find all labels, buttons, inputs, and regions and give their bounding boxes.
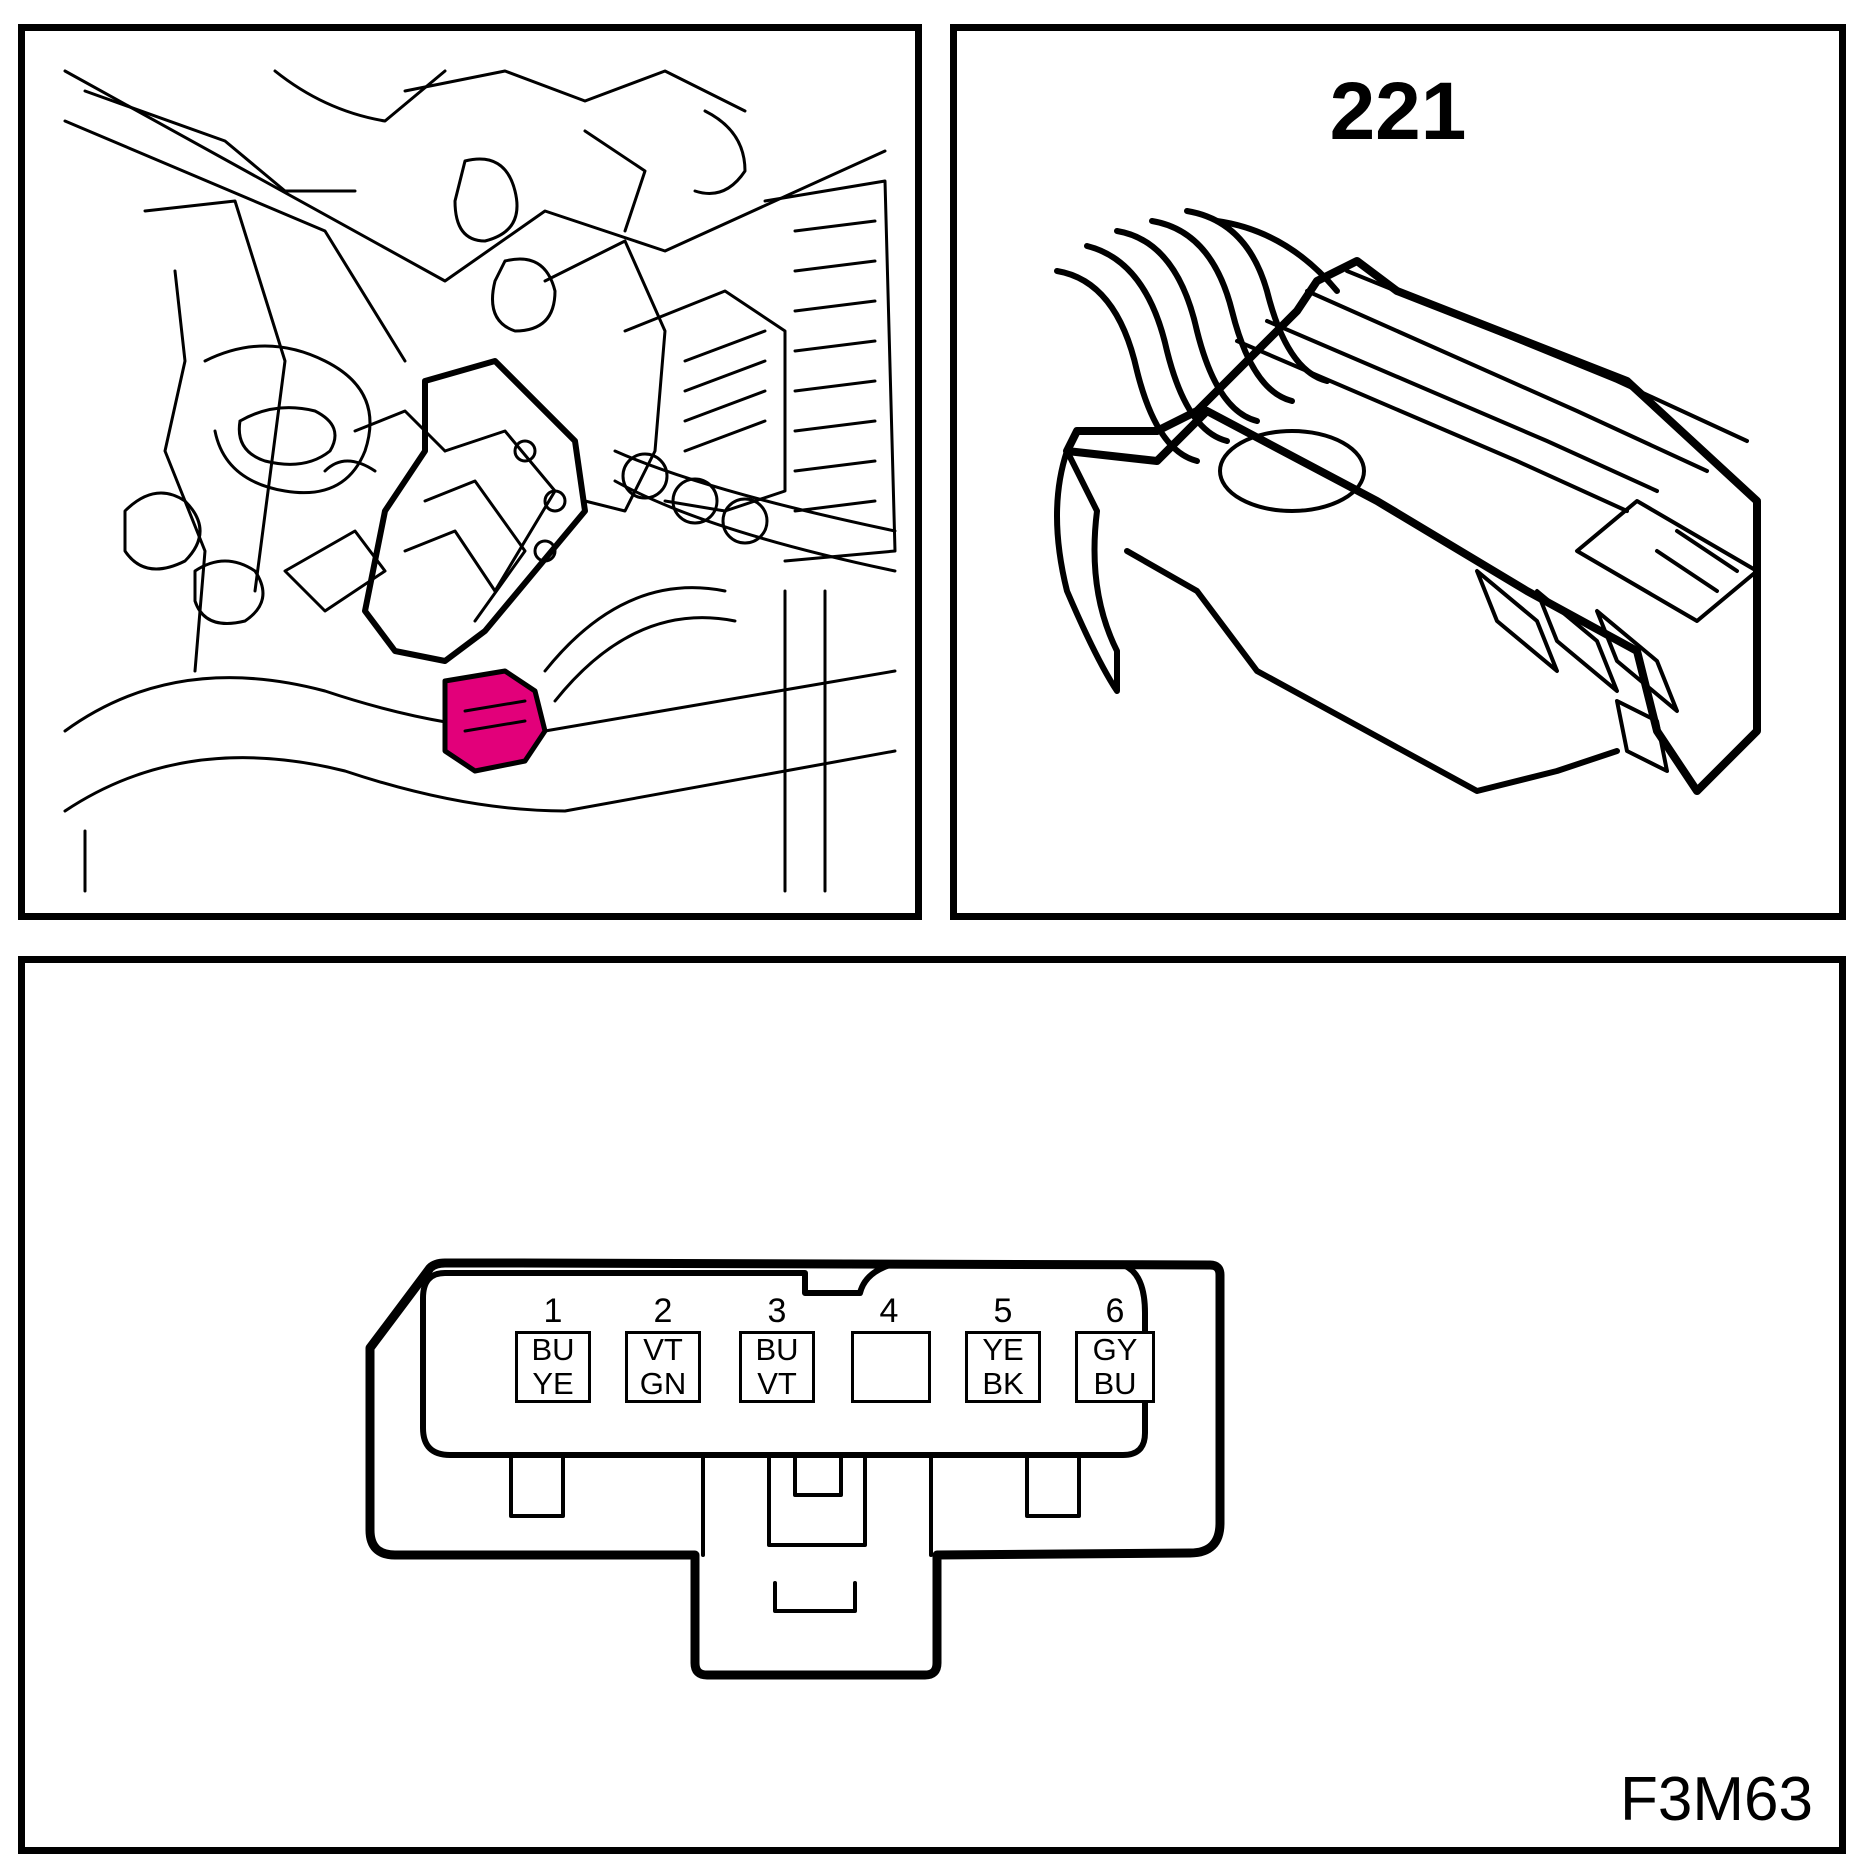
pin-3-wire-color-stripe: VT — [757, 1366, 797, 1401]
pin-number-5: 5 — [993, 1292, 1013, 1330]
connector-id-label: 221 — [1329, 66, 1467, 157]
pin-number-2: 2 — [653, 1292, 673, 1330]
pin-2-wire-color-stripe: GN — [639, 1366, 687, 1401]
connector-pinout-view: 1 BU YE 2 VT GN 3 BU VT 4 5 YE BK 6 GY B… — [18, 956, 1846, 1854]
engine-bay-illustration — [63, 69, 897, 893]
connector-3d-view: 221 — [950, 24, 1846, 920]
pin-number-4: 4 — [879, 1292, 899, 1330]
pin-3-wire-color-primary: BU — [755, 1332, 799, 1367]
figure-code-label: F3M63 — [1620, 1765, 1813, 1834]
pin-cavity-5: YE BK — [965, 1331, 1041, 1403]
connector-face-outline — [365, 1258, 1225, 1680]
connector-illustration — [1054, 208, 1761, 795]
pin-1-wire-color-primary: BU — [531, 1332, 575, 1367]
pin-1-wire-color-stripe: YE — [532, 1366, 574, 1401]
pin-5-wire-color-stripe: BK — [982, 1366, 1024, 1401]
pin-number-6: 6 — [1105, 1292, 1125, 1330]
pin-cavity-2: VT GN — [625, 1331, 701, 1403]
pin-cavity-6: GY BU — [1075, 1331, 1155, 1403]
pin-cavity-1: BU YE — [515, 1331, 591, 1403]
component-location-view — [18, 24, 922, 920]
pin-2-wire-color-primary: VT — [643, 1332, 683, 1367]
pin-number-3: 3 — [767, 1292, 787, 1330]
pin-number-1: 1 — [543, 1292, 563, 1330]
pin-5-wire-color-primary: YE — [982, 1332, 1024, 1367]
connector-location-highlight — [442, 668, 548, 774]
pin-6-wire-color-primary: GY — [1092, 1332, 1138, 1367]
pin-cavity-3: BU VT — [739, 1331, 815, 1403]
pin-6-wire-color-stripe: BU — [1093, 1366, 1137, 1401]
pin-cavity-4 — [851, 1331, 931, 1403]
